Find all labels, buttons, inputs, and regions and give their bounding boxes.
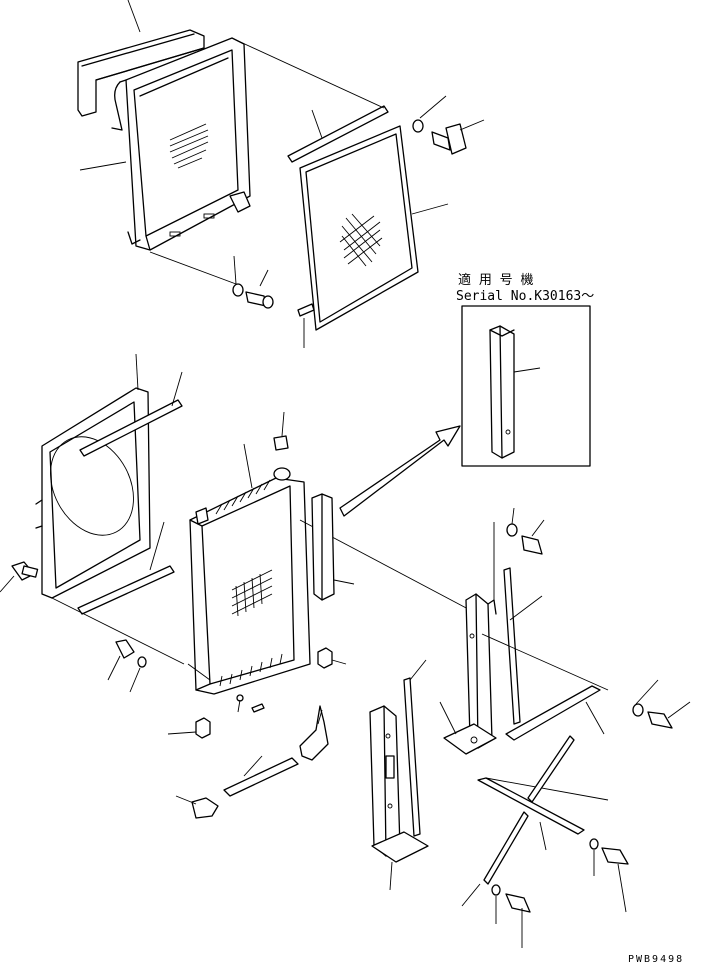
radiator-cap [273, 411, 289, 451]
cross-stay [505, 685, 605, 741]
stay-end-bolt [632, 679, 691, 729]
drain-cock [107, 639, 147, 693]
upper-frame-bolt [232, 255, 274, 309]
wedge-block [175, 795, 219, 819]
upper-wing-bolt [412, 95, 485, 155]
tie-rod-long [477, 777, 609, 851]
drawing-code: PWB9498 [628, 954, 684, 965]
radiator-core-grid [231, 569, 273, 617]
seal-strip [223, 755, 299, 797]
rod-end-bolt-bottom [491, 884, 531, 948]
reference-arrow [339, 425, 461, 517]
support-bracket-right-post [439, 593, 497, 755]
side-seal [311, 493, 355, 601]
radiator-top-fins [215, 479, 271, 515]
radiator-core [189, 443, 311, 695]
upper-radiator-frame [79, 37, 251, 251]
support-bar-vertical [403, 659, 427, 837]
applicability-serial-label: Serial No.K30163～ [456, 289, 594, 304]
upper-screen [287, 105, 449, 348]
shroud-bolt [0, 561, 39, 593]
corner-bracket [299, 705, 329, 761]
bracket-top-bolt [506, 507, 545, 555]
top-guard-bar [77, 0, 205, 117]
support-bracket-left-post [369, 705, 429, 891]
upper-screen-mesh [339, 213, 383, 267]
upper-frame-grille [169, 123, 209, 169]
fan-shroud [35, 353, 185, 665]
support-bar-diagonal [503, 567, 543, 725]
applicability-japanese-label: 適 用 号 機 [458, 272, 533, 288]
applicability-box [461, 305, 591, 467]
small-block-parts [167, 647, 347, 739]
radiator-bottom-fins [219, 653, 283, 687]
tie-rod-diagonal [461, 735, 575, 907]
rod-end-bolt-right [589, 838, 629, 913]
